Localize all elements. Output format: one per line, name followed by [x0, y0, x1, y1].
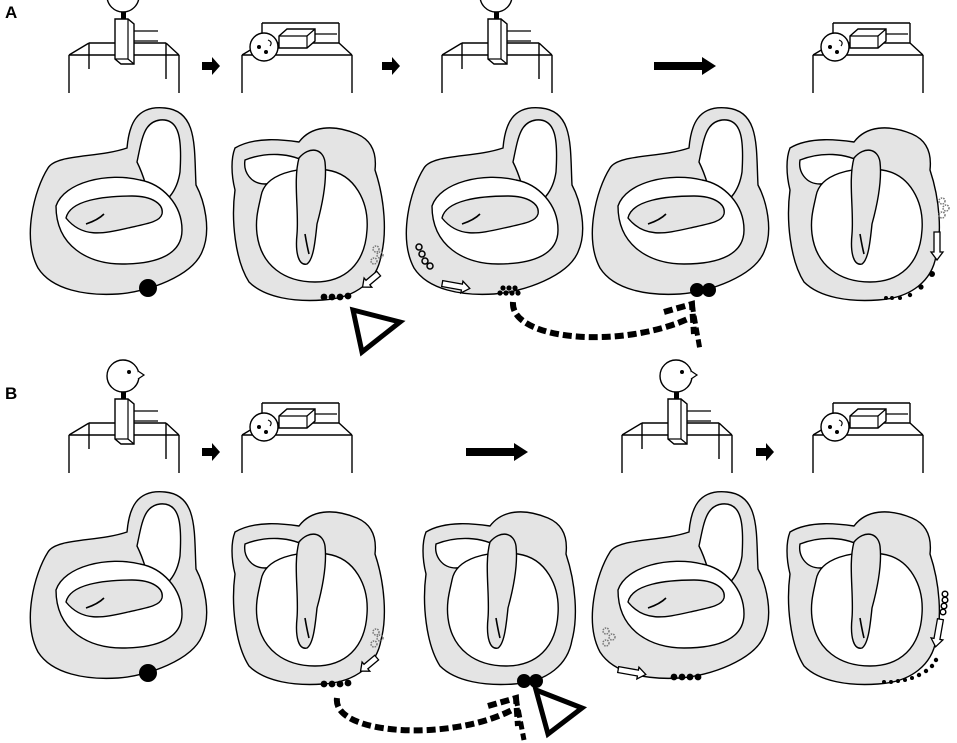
- labyrinth-b5: [786, 511, 941, 686]
- triangle-marker-icon: [532, 685, 588, 739]
- labyrinth-a2: [231, 127, 386, 302]
- labyrinth-a1: [29, 106, 208, 296]
- patient-sitting-b1: [68, 359, 180, 474]
- panel-b: [29, 359, 949, 741]
- otoconia-open: [939, 590, 949, 616]
- otoconia-cluster: [497, 285, 521, 296]
- patient-supine-a2: [241, 22, 353, 94]
- otoconia-dispersed: [370, 245, 384, 265]
- otoconia-clump: [690, 283, 716, 297]
- patient-sitting-a1: [68, 0, 180, 94]
- arrow-right-icon: [756, 443, 774, 461]
- otoconia-clump: [139, 279, 157, 297]
- otoconia-row: [320, 679, 352, 688]
- otoconia-dispersed: [602, 627, 616, 647]
- movement-arrow-icon: [929, 231, 945, 262]
- labyrinth-a5: [786, 127, 941, 302]
- movement-arrow-icon: [929, 617, 945, 648]
- arrow-right-icon: [382, 57, 400, 75]
- panel-a: [29, 0, 950, 357]
- arrowhead-icon: [663, 300, 697, 335]
- movement-arrow-icon: [616, 665, 647, 681]
- patient-sitting-b3: [621, 359, 733, 474]
- long-arrow-right-icon: [466, 443, 528, 461]
- triangle-marker-icon: [349, 306, 406, 357]
- arrow-right-icon: [202, 443, 220, 461]
- otoconia-row: [320, 292, 352, 301]
- movement-arrow-icon: [361, 270, 382, 288]
- otoconia-scattered: [882, 657, 939, 684]
- labyrinth-a4: [591, 106, 770, 296]
- labyrinth-b4: [591, 490, 770, 680]
- otoconia-row: [670, 673, 702, 681]
- panel-label-b: B: [5, 384, 18, 403]
- patient-supine-b2: [241, 402, 353, 474]
- movement-arrow-icon: [359, 654, 380, 672]
- otoconia-clump: [139, 664, 157, 682]
- transfer-path-arrow: [333, 697, 514, 734]
- long-arrow-right-icon: [654, 57, 716, 75]
- patient-supine-a4: [812, 22, 924, 94]
- movement-arrow-icon: [440, 279, 471, 295]
- otoconia-scattered: [884, 271, 935, 300]
- labyrinth-b3: [422, 511, 577, 686]
- otoconia-clump: [517, 674, 543, 688]
- patient-supine-b4: [812, 402, 924, 474]
- otoconia-dispersed: [370, 628, 384, 648]
- transfer-path-arrow: [509, 301, 692, 341]
- arrow-right-icon: [202, 57, 220, 75]
- labyrinth-b1: [29, 490, 208, 680]
- labyrinth-b2: [231, 511, 386, 686]
- panel-label-a: A: [5, 3, 18, 22]
- otoconia-dispersed: [938, 197, 950, 219]
- patient-sitting-a3: [441, 0, 553, 94]
- otoconia-open: [415, 243, 434, 270]
